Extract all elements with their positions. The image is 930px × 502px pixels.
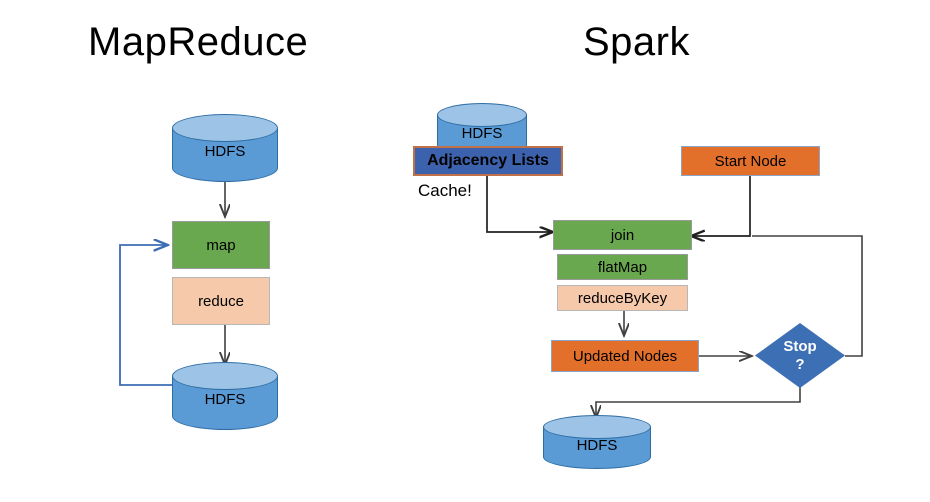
arrow-adjacency-to-join <box>486 176 552 232</box>
spark-updated-nodes-box[interactable]: Updated Nodes <box>551 340 699 372</box>
spark-flatmap-box[interactable]: flatMap <box>557 254 688 280</box>
arrow-startnode-to-join <box>692 176 751 236</box>
spark-start-node-box[interactable]: Start Node <box>681 146 820 176</box>
spark-reducebykey-box[interactable]: reduceByKey <box>557 285 688 311</box>
spark-title: Spark <box>583 20 690 64</box>
mapreduce-reduce-box[interactable]: reduce <box>172 277 270 325</box>
cylinder-label: HDFS <box>576 437 618 454</box>
cylinder-top-ellipse <box>543 415 651 439</box>
mapreduce-title: MapReduce <box>88 20 309 64</box>
cache-label: Cache! <box>418 181 472 200</box>
mapreduce-hdfs-bottom-cylinder: HDFS <box>172 362 278 434</box>
mapreduce-hdfs-top-cylinder: HDFS <box>172 114 278 186</box>
arrow-feedback-loop <box>119 245 172 386</box>
mapreduce-map-box[interactable]: map <box>172 221 270 269</box>
stop-label-line1: Stop <box>783 338 817 356</box>
cylinder-top-ellipse <box>172 362 278 390</box>
cylinder-top-ellipse <box>172 114 278 142</box>
cylinder-label: HDFS <box>461 125 503 142</box>
arrow-stop-to-hdfs <box>596 386 801 417</box>
stop-label-line2: ? <box>795 355 805 373</box>
diamond-label-group: Stop ? <box>755 323 845 388</box>
spark-join-box[interactable]: join <box>553 220 692 250</box>
spark-stop-decision-diamond[interactable]: Stop ? <box>755 323 845 388</box>
spark-adjacency-lists-box[interactable]: Adjacency Lists <box>413 146 563 176</box>
cylinder-label: HDFS <box>204 391 246 408</box>
spark-hdfs-bottom-cylinder: HDFS <box>543 415 651 473</box>
cylinder-top-ellipse <box>437 103 527 127</box>
cylinder-label: HDFS <box>204 143 246 160</box>
